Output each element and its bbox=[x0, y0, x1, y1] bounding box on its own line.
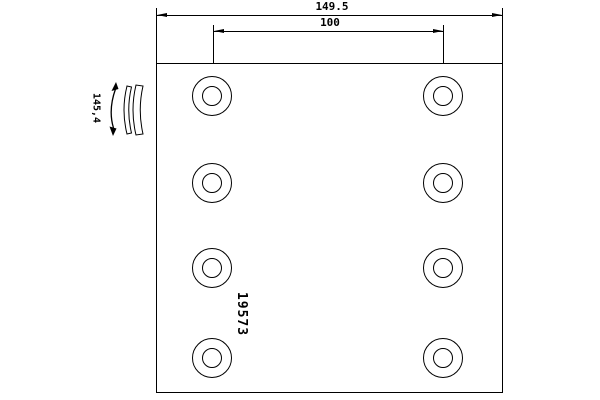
curvature-symbol: 145,4 bbox=[91, 82, 144, 136]
curvature-arrow-head-top-icon bbox=[111, 82, 119, 91]
hole-row4-right bbox=[423, 338, 463, 378]
hole-row1-left bbox=[192, 76, 232, 116]
dim-spacing-arrow-right-icon bbox=[433, 29, 443, 33]
hole-inner-circle bbox=[202, 258, 222, 278]
hole-inner-circle bbox=[433, 348, 453, 368]
hole-row2-left bbox=[192, 163, 232, 203]
dim-spacing-arrow-left-icon bbox=[214, 29, 224, 33]
dim-spacing-ext-line-left bbox=[213, 25, 214, 80]
hole-row4-left bbox=[192, 338, 232, 378]
dim-spacing-ext-line-right bbox=[443, 25, 444, 80]
lining-profile-inner-band bbox=[123, 85, 133, 135]
curvature-arrow bbox=[110, 88, 117, 129]
dim-arc-label: 145,4 bbox=[91, 93, 102, 123]
dim-width-arrow-left-icon bbox=[157, 13, 167, 17]
dim-width-arrow-right-icon bbox=[492, 13, 502, 17]
dim-width-line bbox=[156, 15, 502, 16]
hole-inner-circle bbox=[202, 173, 222, 193]
hole-inner-circle bbox=[202, 348, 222, 368]
hole-inner-circle bbox=[433, 86, 453, 106]
dim-width-ext-line-right bbox=[502, 8, 503, 63]
dim-width-ext-line-left bbox=[156, 8, 157, 63]
hole-row3-left bbox=[192, 248, 232, 288]
part-number-label: 19573 bbox=[234, 291, 249, 337]
hole-inner-circle bbox=[202, 86, 222, 106]
hole-row3-right bbox=[423, 248, 463, 288]
hole-row1-right bbox=[423, 76, 463, 116]
dim-spacing-label: 100 bbox=[320, 16, 340, 29]
hole-inner-circle bbox=[433, 173, 453, 193]
dim-spacing-line bbox=[213, 31, 443, 32]
hole-inner-circle bbox=[433, 258, 453, 278]
dim-width-label: 149.5 bbox=[315, 0, 349, 13]
hole-row2-right bbox=[423, 163, 463, 203]
curvature-arrow-head-bottom-icon bbox=[109, 126, 117, 136]
lining-profile-outer-band bbox=[132, 84, 144, 136]
